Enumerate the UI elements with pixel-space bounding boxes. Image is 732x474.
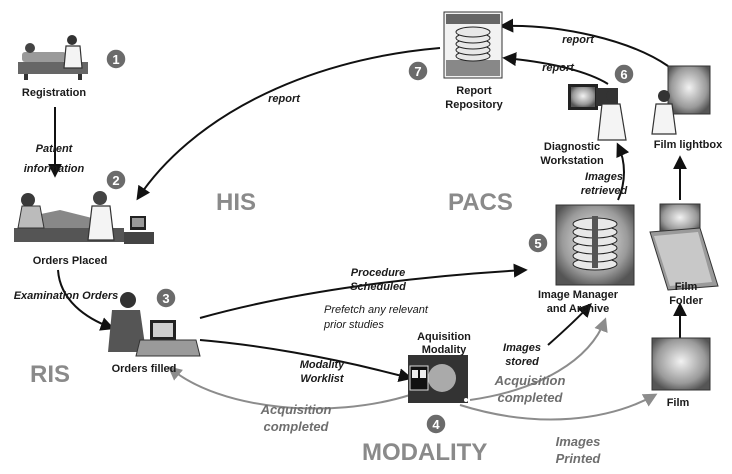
images-retrieved-arrow: [616, 142, 630, 201]
report-from-workstation-label: report: [542, 62, 575, 74]
prefetch-label-2: prior studies: [323, 319, 384, 331]
film-folder-illustration: [649, 203, 719, 291]
prefetch-label-1: Prefetch any relevant: [324, 304, 429, 316]
film-folder-label-1: Film: [675, 281, 698, 293]
images-stored-arrow: [547, 302, 592, 346]
acquisition-completed-ris-label-2: completed: [263, 419, 329, 434]
step-number-4: 4: [432, 417, 440, 432]
film-lightbox-illustration: [651, 65, 711, 135]
step-badge-6: 6: [613, 63, 635, 85]
report-from-lightbox-label: report: [562, 34, 595, 46]
patient-information-label-1: Patient: [36, 143, 74, 155]
report-repository-label-2: Repository: [445, 99, 503, 111]
report-to-orders-label: report: [268, 93, 301, 105]
diagnostic-workstation-label-2: Workstation: [540, 155, 604, 167]
step-number-5: 5: [534, 236, 541, 251]
acquisition-completed-archive-arrow: [469, 317, 608, 401]
registration-illustration: [18, 35, 88, 80]
step-number-2: 2: [112, 173, 119, 188]
orders-filled-illustration: [108, 292, 201, 357]
film-lightbox-label: Film lightbox: [654, 139, 723, 151]
step-badge-5: 5: [527, 232, 549, 254]
acquisition-modality-illustration: [408, 355, 468, 403]
images-printed-arrow: [459, 393, 658, 421]
ris-label: RIS: [30, 361, 70, 388]
patient-information-label-2: information: [24, 163, 85, 175]
acquisition-completed-archive-label-1: Acquisition: [494, 373, 566, 388]
step-number-7: 7: [414, 64, 421, 79]
report-repository-illustration: [443, 11, 503, 79]
images-printed-label-1: Images: [556, 434, 601, 449]
acquisition-completed-ris-label-1: Acquisition: [260, 402, 332, 417]
modality-worklist-label-1: Modality: [300, 359, 345, 371]
orders-filled-label: Orders filled: [112, 363, 177, 375]
modality-label: MODALITY: [362, 439, 487, 466]
images-stored-label-1: Images: [503, 342, 541, 354]
orders-placed-label: Orders Placed: [33, 255, 108, 267]
film-label: Film: [667, 397, 690, 409]
acquisition-modality-label-2: Modality: [422, 344, 467, 356]
examination-orders-arrow: [57, 269, 115, 331]
image-archive-illustration: [555, 204, 635, 286]
pacs-label: PACS: [448, 189, 513, 216]
modality-worklist-label-2: Worklist: [300, 373, 345, 385]
acquisition-completed-ris-arrow: [167, 366, 411, 410]
report-from-lightbox-arrow: [499, 18, 669, 67]
film-illustration: [651, 337, 711, 391]
orders-placed-illustration: [14, 191, 154, 244]
step-badge-7: 7: [407, 60, 429, 82]
acquisition-modality-label-1: Aquisition: [417, 331, 471, 343]
step-badge-1: 1: [105, 48, 127, 70]
registration-label: Registration: [22, 87, 86, 99]
acquisition-completed-archive-label-2: completed: [497, 390, 563, 405]
procedure-scheduled-label-1: Procedure: [351, 267, 405, 279]
report-from-workstation-arrow: [502, 52, 609, 85]
images-printed-label-2: Printed: [556, 451, 602, 466]
report-to-orders-arrow: [136, 47, 441, 201]
procedure-scheduled-arrow: [199, 263, 528, 319]
diagnostic-workstation-label-1: Diagnostic: [544, 141, 600, 153]
image-archive-label-1: Image Manager: [538, 289, 619, 301]
examination-orders-label: Examination Orders: [14, 290, 119, 302]
images-retrieved-label-2: retrieved: [581, 185, 628, 197]
step-badge-4: 4: [425, 413, 447, 435]
step-number-6: 6: [620, 67, 627, 82]
flow-arrows: [48, 18, 687, 421]
image-archive-label-2: and Archive: [547, 303, 610, 315]
images-retrieved-label-1: Images: [585, 171, 623, 183]
images-stored-label-2: stored: [505, 356, 539, 368]
procedure-scheduled-label-2: Scheduled: [350, 281, 406, 293]
step-badge-3: 3: [155, 287, 177, 309]
step-badge-2: 2: [105, 169, 127, 191]
report-repository-label-1: Report: [456, 85, 492, 97]
step-number-3: 3: [162, 291, 169, 306]
modality-worklist-arrow: [199, 339, 413, 383]
diagnostic-workstation-illustration: [568, 84, 627, 141]
film-folder-label-2: Folder: [669, 295, 703, 307]
step-number-1: 1: [112, 52, 119, 67]
his-label: HIS: [216, 189, 256, 216]
